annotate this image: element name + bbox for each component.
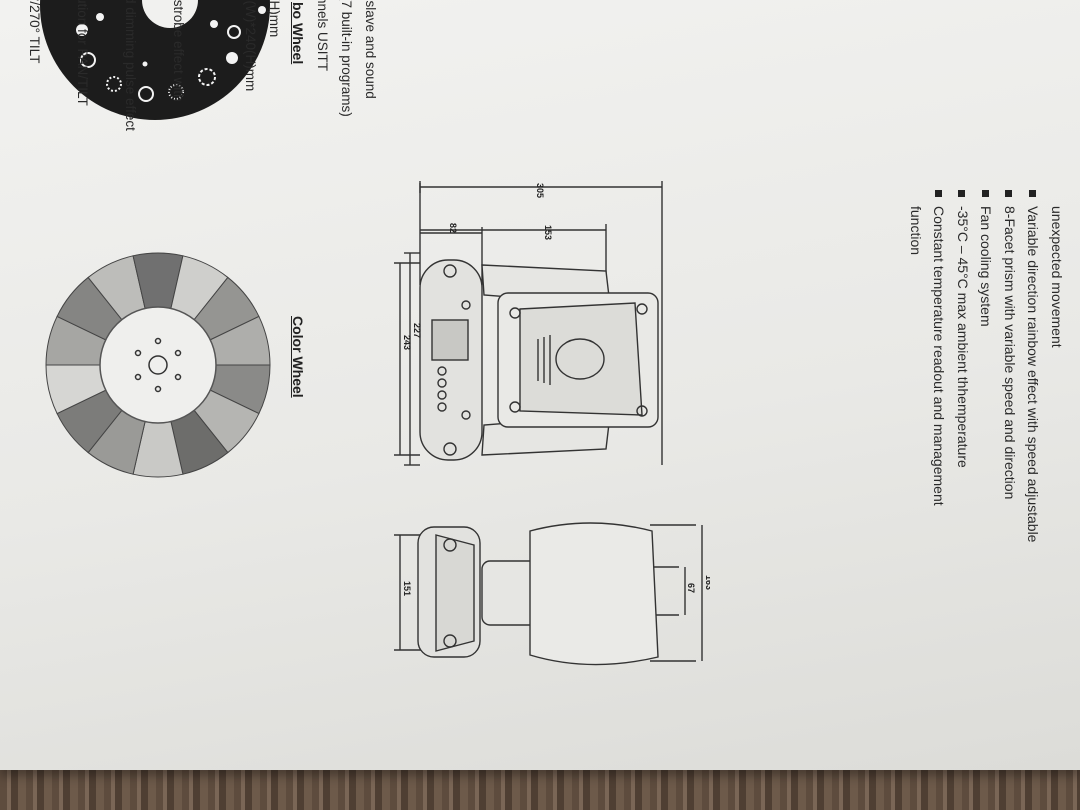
- feature-text: Fan cooling system: [978, 206, 995, 327]
- dim-151-label: 151: [402, 581, 412, 596]
- gobo-pattern: [210, 20, 218, 28]
- spec-line: [190, 0, 214, 131]
- manual-page: bo Wheel Color Wheel -slave and sound(7 …: [0, 0, 1080, 770]
- head-vents: [537, 335, 551, 385]
- feature-item: function: [904, 190, 928, 542]
- gobo-wheel-patterns: [76, 6, 266, 102]
- spec-line: [94, 0, 118, 131]
- spec-line: ution for PAN/TILT: [75, 0, 90, 106]
- base-buttons: [437, 366, 447, 412]
- spec-line: d dimming pulse effect: [123, 0, 138, 131]
- spec-line: [142, 0, 166, 131]
- side-view-drawing: 151 163 67: [394, 522, 710, 666]
- color-wheel-center: [99, 306, 217, 424]
- feature-text: unexpected movement: [1049, 206, 1065, 348]
- gobo-wheel-disc: [40, 0, 270, 120]
- feature-text: Constant temperature readout and managem…: [931, 206, 948, 506]
- front-view-drawing: 305 153 82 227 243: [394, 181, 663, 466]
- feature-text: -35°C – 45°C max ambient thhemperature: [955, 206, 971, 468]
- spec-line: nnels USITT: [315, 0, 330, 72]
- spec-line: )(W)*240(H)mm: [243, 0, 258, 92]
- bullet-icon: [1005, 190, 1013, 197]
- left-spec-lines: -slave and sound (7 built-in programs) nne…: [0, 0, 382, 131]
- feature-item: Variable direction rainbow effect with s…: [1021, 190, 1045, 542]
- gobo-pattern: [96, 13, 104, 21]
- gobo-pattern: [168, 84, 184, 100]
- head-lens: [555, 338, 605, 380]
- base-display: [431, 319, 469, 361]
- feature-item: 8-Facet prism with variable speed and di…: [998, 190, 1022, 542]
- left-spec-column: -slave and sound (7 built-in programs) nne…: [0, 0, 382, 131]
- feature-text: 8-Facet prism with variable speed and di…: [1002, 206, 1018, 500]
- color-wheel-figure: [45, 252, 271, 478]
- dim-243-label: 243: [402, 335, 412, 350]
- side-head: [529, 522, 659, 666]
- feature-item: Constant temperature readout and managem…: [927, 190, 951, 542]
- gobo-pattern: [80, 52, 96, 68]
- feature-item: Fan cooling system: [974, 190, 998, 542]
- dim-163-label: 163: [704, 575, 710, 590]
- gobo-pattern: [76, 24, 88, 36]
- dim-67-label: 67: [686, 583, 696, 593]
- spec-line: [46, 0, 70, 131]
- spec-line: [214, 0, 238, 131]
- spec-line: [0, 0, 22, 131]
- spec-line: /strobe effect with: [171, 0, 186, 102]
- bullet-icon: [934, 190, 942, 197]
- dim-305-label: 305: [535, 183, 545, 198]
- gobo-pattern: [138, 86, 154, 102]
- feature-item: -35°C – 45°C max ambient thhemperature: [951, 190, 975, 542]
- gobo-wheel-hub: [142, 0, 198, 28]
- bullet-icon: [981, 190, 989, 197]
- color-wheel-holes: [134, 337, 182, 393]
- gobo-pattern: [106, 76, 122, 92]
- gobo-pattern: [198, 68, 216, 86]
- feature-items: unexpected movement Variable direction ra…: [904, 190, 1069, 542]
- spec-line: [286, 0, 310, 131]
- dim-227-label: 227: [412, 323, 422, 338]
- feature-text: function: [908, 206, 924, 256]
- spec-line: (H)mm: [267, 0, 282, 38]
- feature-list: unexpected movement Variable direction ra…: [904, 190, 1069, 542]
- gobo-pattern: [226, 52, 238, 64]
- gobo-pattern: [227, 25, 241, 39]
- feature-item: unexpected movement: [1045, 190, 1069, 542]
- spec-line: °/270° TILT: [27, 0, 42, 64]
- color-wheel-caption: Color Wheel: [290, 316, 306, 398]
- bullet-icon: [1028, 190, 1036, 197]
- spec-line: -slave and sound: [363, 0, 378, 99]
- spec-line: (7 built-in programs): [339, 0, 354, 117]
- gobo-pattern: [142, 61, 148, 67]
- dim-153-label: 153: [543, 225, 553, 240]
- dim-82-label: 82: [448, 223, 458, 233]
- feature-text: Variable direction rainbow effect with s…: [1025, 206, 1042, 543]
- gobo-wheel-figure: [40, 0, 270, 120]
- gobo-pattern: [258, 6, 266, 14]
- bullet-icon: [958, 190, 966, 197]
